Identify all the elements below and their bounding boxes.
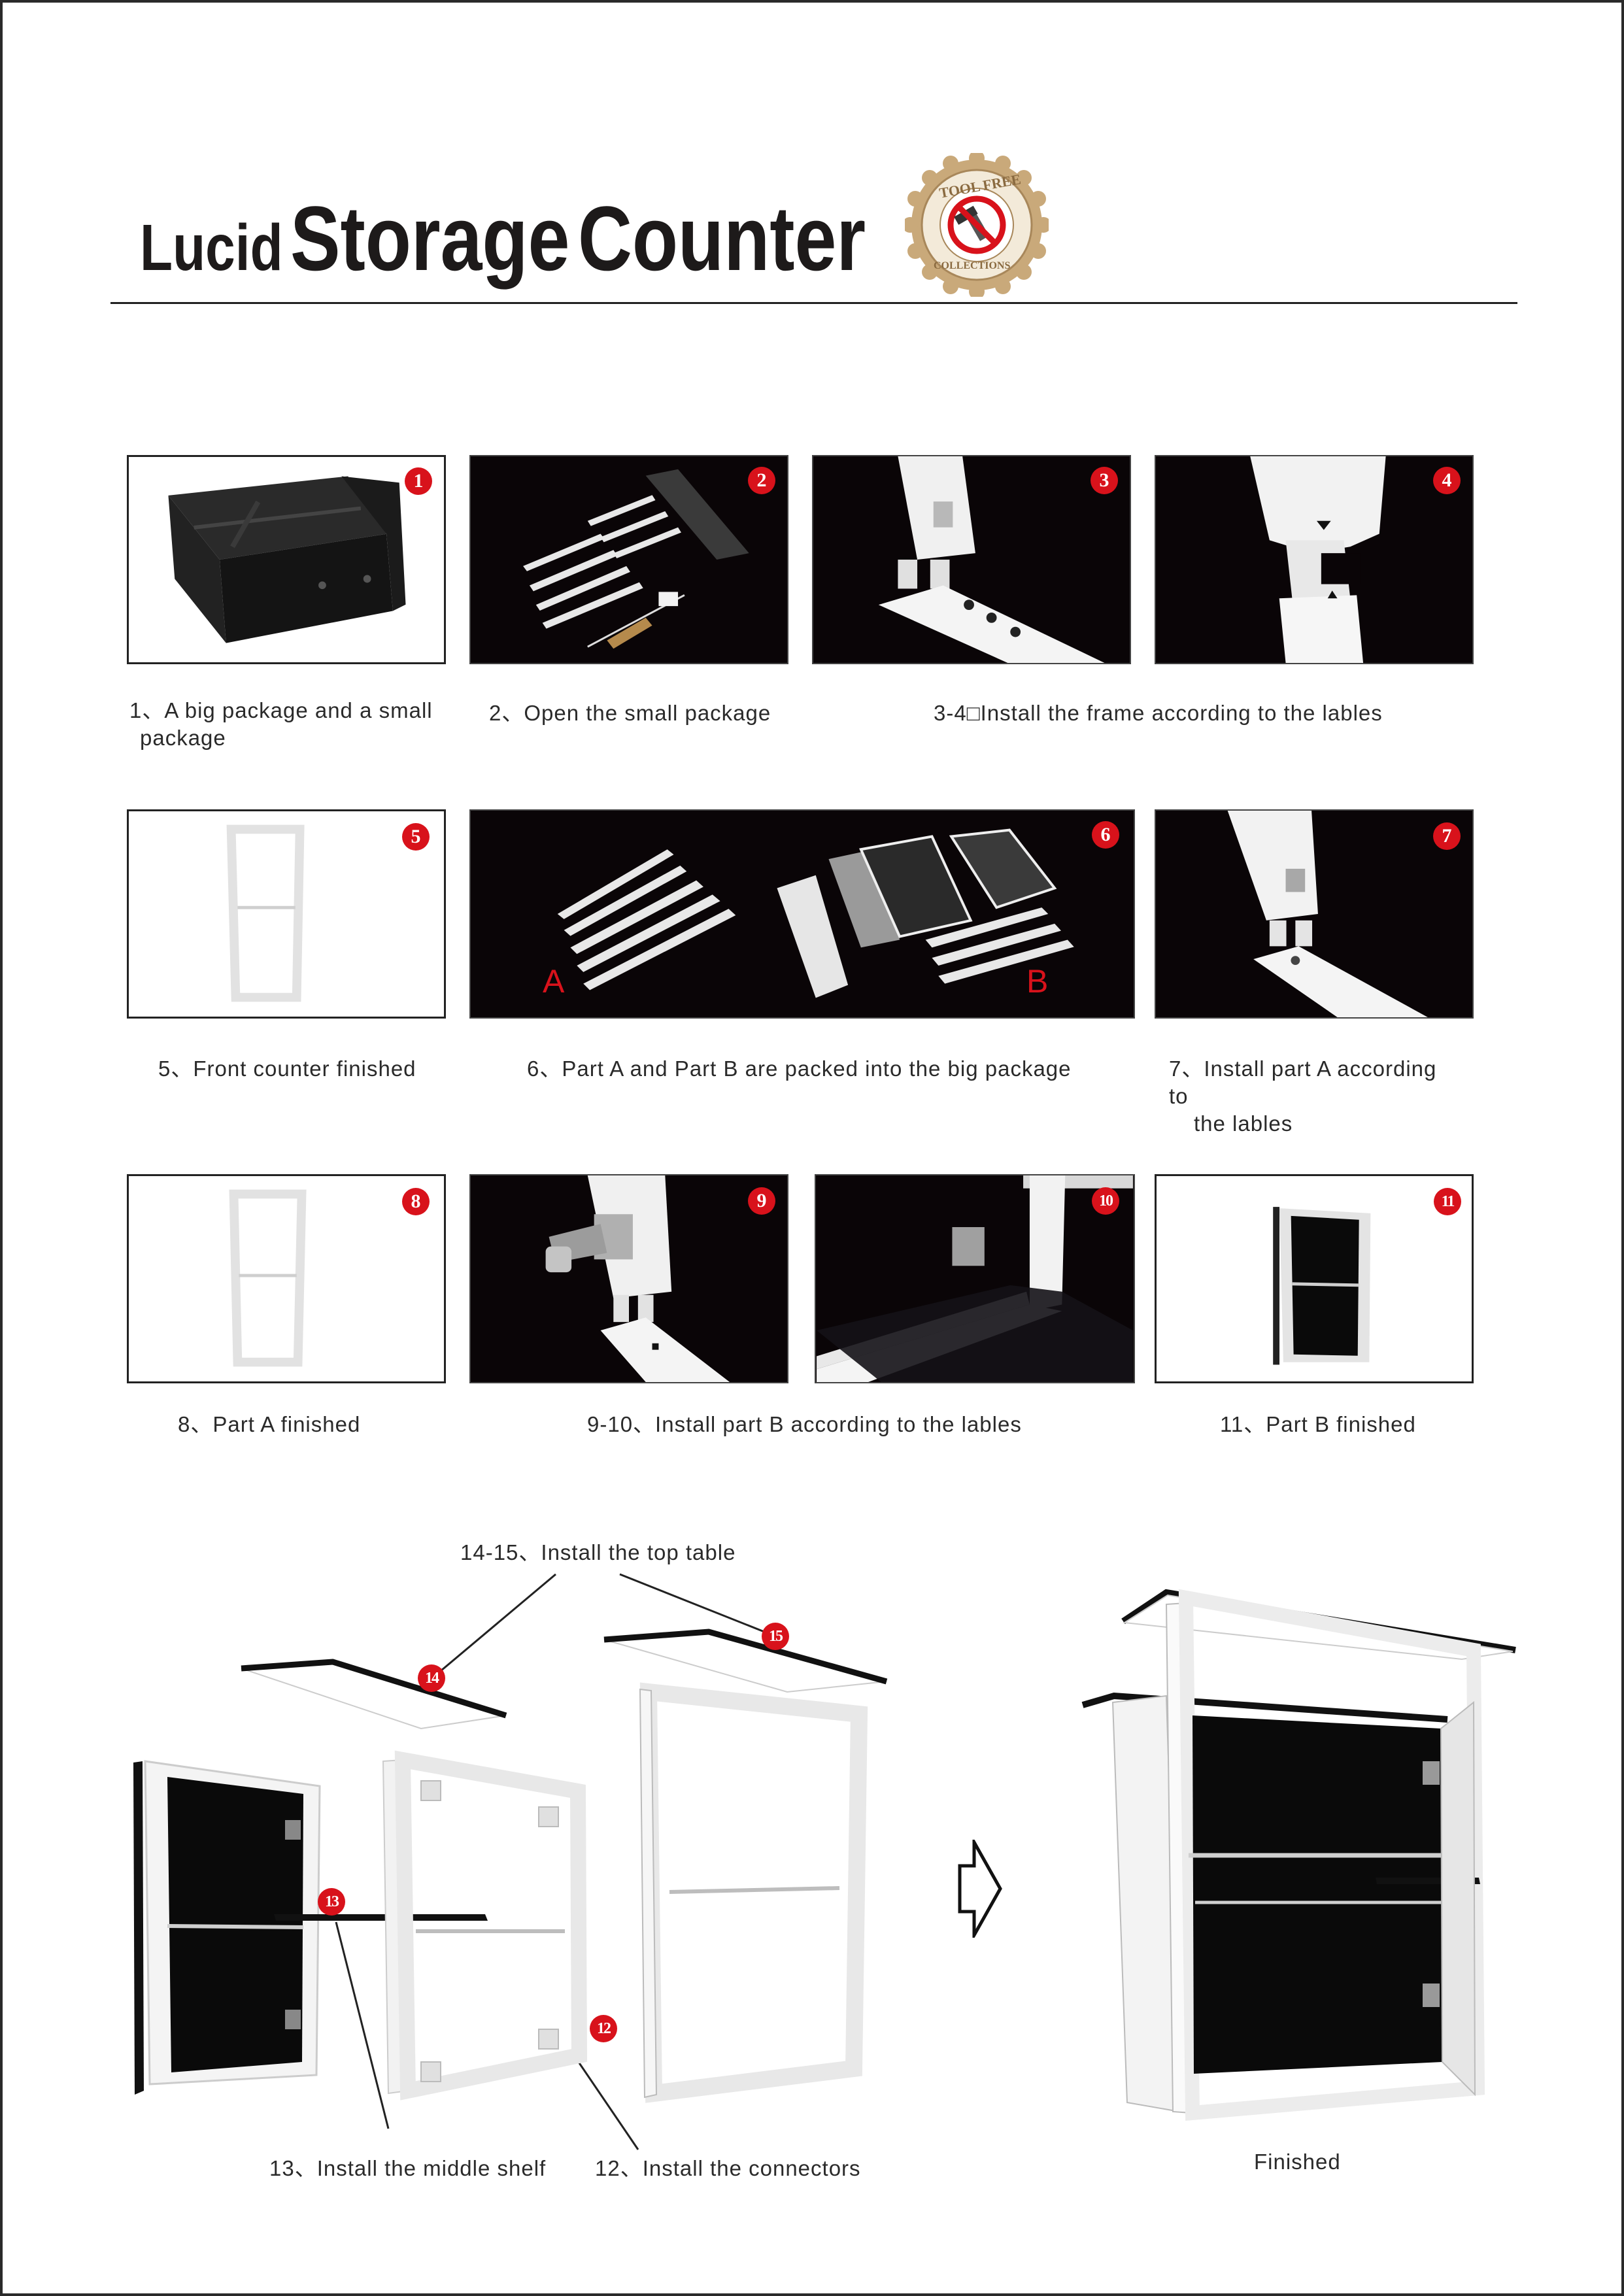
- title-word-lucid: Lucid: [140, 211, 283, 284]
- step-2-caption: 2、Open the small package: [489, 701, 771, 725]
- step-9-10-caption: 9-10、Install part B according to the lab…: [587, 1412, 1022, 1436]
- step-6-badge: 6: [1092, 821, 1119, 849]
- step-7-caption-line2: the lables: [1194, 1111, 1293, 1136]
- step-10-badge: 10: [1092, 1187, 1119, 1215]
- step-1-caption-line1: 1、A big package and a small: [129, 698, 433, 722]
- arrow-right-icon: [957, 1836, 1003, 1942]
- step-2-badge: 2: [748, 467, 775, 494]
- step-1-image: 1: [127, 455, 446, 664]
- title-word-storage: Storage: [290, 187, 570, 290]
- assembly-diagram: [133, 1573, 1516, 2150]
- step-12-badge: 12: [590, 2015, 617, 2042]
- step-5-caption: 5、Front counter finished: [158, 1056, 416, 1081]
- step-1-badge: 1: [405, 467, 432, 495]
- step-8-image: 8: [127, 1174, 446, 1383]
- step-10-image: 10: [815, 1174, 1135, 1383]
- step-1-caption: 1、A big package and a small package: [129, 697, 437, 752]
- step-8-caption: 8、Part A finished: [178, 1412, 361, 1436]
- part-a-label: A: [543, 963, 565, 1000]
- top-table-caption: 14-15、Install the top table: [460, 1540, 736, 1564]
- step-7-caption: 7、Install part A according to the lables: [1169, 1055, 1457, 1138]
- step-7-image: 7: [1155, 809, 1474, 1019]
- step-15-badge: 15: [762, 1623, 789, 1650]
- step-2-image: 2: [469, 455, 788, 664]
- step-9-image: 9: [469, 1174, 788, 1383]
- step-4-badge: 4: [1433, 467, 1461, 494]
- tool-free-seal-icon: TOOL FREE COLLECTIONS: [902, 150, 1051, 299]
- part-b-label: B: [1026, 963, 1049, 1000]
- step-1-caption-line2: package: [140, 726, 226, 750]
- step-11-caption: 11、Part B finished: [1220, 1412, 1416, 1436]
- step-8-badge: 8: [402, 1188, 430, 1215]
- step-3-4-caption: 3-4□Install the frame according to the l…: [934, 701, 1383, 725]
- middle-shelf-caption: 13、Install the middle shelf: [269, 2156, 547, 2180]
- step-5-badge: 5: [402, 823, 430, 851]
- connectors-caption: 12、Install the connectors: [595, 2156, 861, 2180]
- page-title: Lucid Storage Counter: [140, 186, 929, 292]
- step-3-badge: 3: [1091, 467, 1118, 494]
- seal-text-bottom: COLLECTIONS: [934, 260, 1011, 271]
- step-7-caption-line1: 7、Install part A according to: [1169, 1056, 1437, 1108]
- step-11-badge: 11: [1434, 1188, 1461, 1215]
- step-11-image: 11: [1155, 1174, 1474, 1383]
- title-divider: [110, 302, 1517, 304]
- step-3-image: 3: [812, 455, 1131, 664]
- finished-caption: Finished: [1254, 2150, 1341, 2174]
- step-7-badge: 7: [1433, 822, 1461, 850]
- title-word-counter: Counter: [578, 187, 866, 290]
- step-13-badge: 13: [318, 1888, 345, 1916]
- step-9-badge: 9: [748, 1187, 775, 1215]
- step-6-caption: 6、Part A and Part B are packed into the …: [527, 1056, 1072, 1081]
- step-14-badge: 14: [418, 1664, 445, 1692]
- step-5-image: 5: [127, 809, 446, 1019]
- step-6-image: A B 6: [469, 809, 1135, 1019]
- step-4-image: 4: [1155, 455, 1474, 664]
